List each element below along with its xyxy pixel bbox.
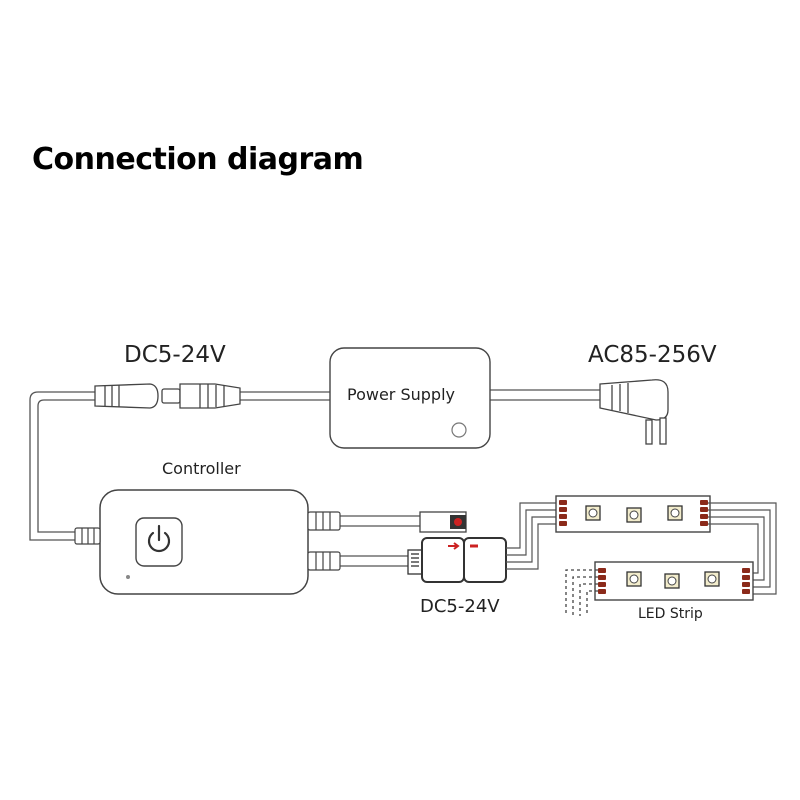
dc-male-connector [161, 383, 241, 409]
out-cable-bottom [340, 555, 408, 567]
led-strip-2 [594, 561, 754, 601]
page-title: Connection diagram [32, 142, 364, 177]
ps-cable [240, 391, 330, 401]
dc-output-label: DC5-24V [420, 596, 500, 617]
power-button-icon[interactable] [135, 517, 183, 567]
power-supply-label: Power Supply [347, 385, 455, 404]
dc-cable-left-inner [37, 399, 95, 533]
controller-left-sleeve [74, 527, 101, 545]
controller-label: Controller [162, 459, 241, 478]
ac-input-label: AC85-256V [588, 342, 717, 368]
output-connector-block [407, 537, 507, 583]
led-strip-label: LED Strip [638, 606, 703, 622]
controller-right-sleeves [307, 511, 341, 571]
controller-box [99, 489, 309, 595]
power-supply-indicator [451, 422, 467, 438]
dc-input-label: DC5-24V [124, 342, 226, 368]
strip-continuation-wires [565, 569, 598, 616]
output-connector-small [419, 511, 467, 533]
controller-led [126, 575, 130, 579]
ac-cable [490, 389, 600, 401]
strip-feed-wires [506, 502, 556, 570]
dc-female-connector [94, 383, 159, 409]
led-strip-1 [555, 495, 711, 533]
dc-cable-left [29, 391, 95, 541]
strip-link-wires [708, 502, 777, 595]
out-cable-top [340, 515, 420, 527]
power-supply-box [329, 347, 491, 449]
ac-plug [599, 379, 669, 445]
